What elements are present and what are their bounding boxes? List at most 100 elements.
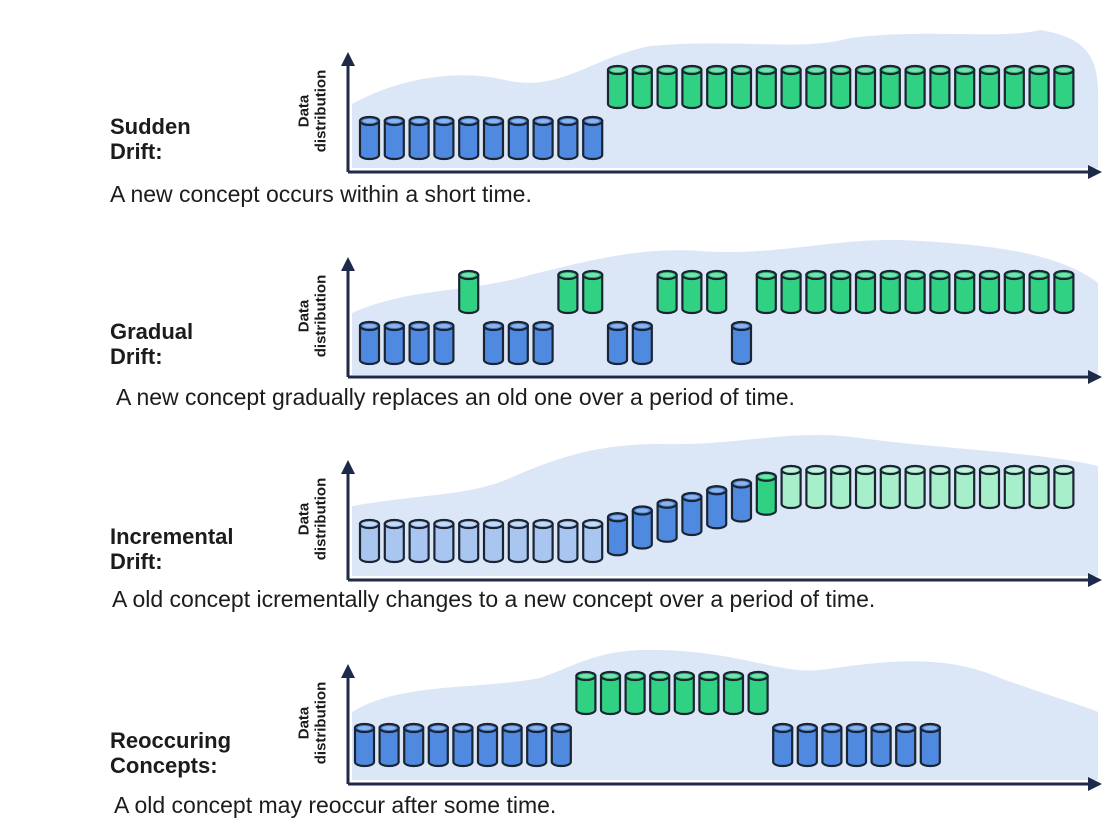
new-concept-cylinder	[904, 269, 926, 315]
new-concept-cylinder	[954, 64, 976, 110]
transition-cylinder	[606, 512, 629, 557]
new-concept-cylinder	[681, 269, 703, 315]
old-concept-cylinder	[482, 115, 505, 161]
new-concept-cylinder	[805, 464, 827, 510]
new-concept-cylinder	[978, 269, 1001, 315]
new-concept-cylinder	[954, 464, 976, 510]
transition-cylinder	[681, 491, 703, 537]
new-concept-cylinder	[879, 64, 901, 110]
old-concept-cylinder	[526, 722, 548, 768]
x-axis-arrow-icon	[1088, 573, 1102, 587]
transition-cylinder	[730, 478, 753, 523]
old-concept-cylinder	[433, 320, 455, 366]
old-concept-cylinder	[532, 115, 554, 161]
new-concept-cylinder	[929, 269, 951, 315]
new-concept-cylinder	[1003, 464, 1025, 510]
sudden-drift-panel: Data distribution Sudden Drift: A new co…	[0, 0, 1118, 207]
transition-cylinder	[631, 505, 653, 550]
gradual-drift-title: Gradual Drift:	[110, 319, 194, 369]
incremental-drift-panel: Data distribution Incremental Drift: A o…	[0, 408, 1118, 613]
axes	[341, 460, 1102, 587]
gradual-drift-plot	[341, 239, 1102, 384]
reoccuring-concepts-panel: Data distribution Reoccuring Concepts: A…	[0, 612, 1118, 818]
old-concept-cylinder	[408, 320, 430, 366]
old-concept-cylinder	[606, 320, 629, 366]
new-concept-cylinder	[830, 64, 852, 110]
old-concept-cylinder	[482, 518, 505, 564]
x-axis-arrow-icon	[1088, 370, 1102, 384]
old-concept-cylinder	[582, 115, 604, 161]
new-concept-cylinder	[656, 269, 678, 315]
gradual-drift-panel: Data distribution Gradual Drift: A new c…	[0, 205, 1118, 410]
new-concept-cylinder	[904, 464, 926, 510]
old-concept-cylinder	[408, 518, 430, 564]
old-concept-cylinder	[427, 722, 449, 768]
old-concept-cylinder	[458, 115, 480, 161]
new-concept-cylinder	[730, 64, 753, 110]
old-concept-cylinder	[796, 722, 818, 768]
new-concept-cylinder	[780, 464, 802, 510]
old-concept-cylinder	[358, 518, 381, 564]
new-concept-cylinder	[830, 269, 852, 315]
new-concept-cylinder	[698, 670, 720, 716]
old-concept-cylinder	[550, 722, 572, 768]
new-concept-cylinder	[805, 64, 827, 110]
new-concept-cylinder	[879, 269, 901, 315]
new-concept-cylinder	[954, 269, 976, 315]
old-concept-cylinder	[557, 518, 579, 564]
old-concept-cylinder	[532, 320, 554, 366]
transition-cylinder	[706, 485, 728, 530]
old-concept-cylinder	[403, 722, 425, 768]
new-concept-cylinder	[673, 670, 695, 716]
new-concept-cylinder	[706, 269, 728, 315]
new-concept-cylinder	[656, 64, 678, 110]
old-concept-cylinder	[358, 115, 381, 161]
old-concept-cylinder	[383, 320, 405, 366]
old-concept-cylinder	[458, 518, 480, 564]
y-axis-arrow-icon	[341, 257, 355, 271]
old-concept-cylinder	[433, 115, 455, 161]
old-concept-cylinder	[383, 518, 405, 564]
reoccuring-concepts-description: A old concept may reoccur after some tim…	[114, 792, 557, 818]
old-concept-cylinder	[358, 320, 381, 366]
old-concept-cylinder	[378, 722, 400, 768]
new-concept-cylinder	[681, 64, 703, 110]
old-concept-cylinder	[507, 115, 529, 161]
old-concept-cylinder	[730, 320, 753, 366]
new-concept-cylinder	[458, 269, 480, 315]
gradual-drift-description: A new concept gradually replaces an old …	[116, 384, 795, 410]
new-concept-cylinder	[879, 464, 901, 510]
old-concept-cylinder	[845, 722, 868, 768]
sudden-drift-description: A new concept occurs within a short time…	[110, 181, 532, 207]
old-concept-cylinder	[532, 518, 554, 564]
new-concept-cylinder	[747, 670, 769, 716]
old-concept-cylinder	[353, 722, 376, 768]
incremental-drift-plot	[341, 434, 1102, 587]
new-concept-cylinder	[978, 464, 1001, 510]
reoccuring-concepts-plot	[341, 649, 1102, 791]
old-concept-cylinder	[452, 722, 474, 768]
new-concept-cylinder	[780, 269, 802, 315]
transition-cylinder	[755, 471, 777, 516]
old-concept-cylinder	[582, 518, 604, 564]
new-concept-cylinder	[1053, 464, 1075, 510]
x-axis-arrow-icon	[1088, 165, 1102, 179]
old-concept-cylinder	[821, 722, 843, 768]
new-concept-cylinder	[830, 464, 852, 510]
old-concept-cylinder	[772, 722, 794, 768]
new-concept-cylinder	[1053, 269, 1075, 315]
new-concept-cylinder	[805, 269, 827, 315]
x-axis-arrow-icon	[1088, 777, 1102, 791]
old-concept-cylinder	[482, 320, 505, 366]
axes	[341, 52, 1102, 179]
old-concept-cylinder	[631, 320, 653, 366]
new-concept-cylinder	[557, 269, 579, 315]
old-concept-cylinder	[408, 115, 430, 161]
new-concept-cylinder	[1053, 64, 1075, 110]
new-concept-cylinder	[929, 464, 951, 510]
new-concept-cylinder	[854, 269, 877, 315]
new-concept-cylinder	[624, 670, 646, 716]
new-concept-cylinder	[606, 64, 629, 110]
new-concept-cylinder	[706, 64, 728, 110]
y-axis-arrow-icon	[341, 52, 355, 66]
